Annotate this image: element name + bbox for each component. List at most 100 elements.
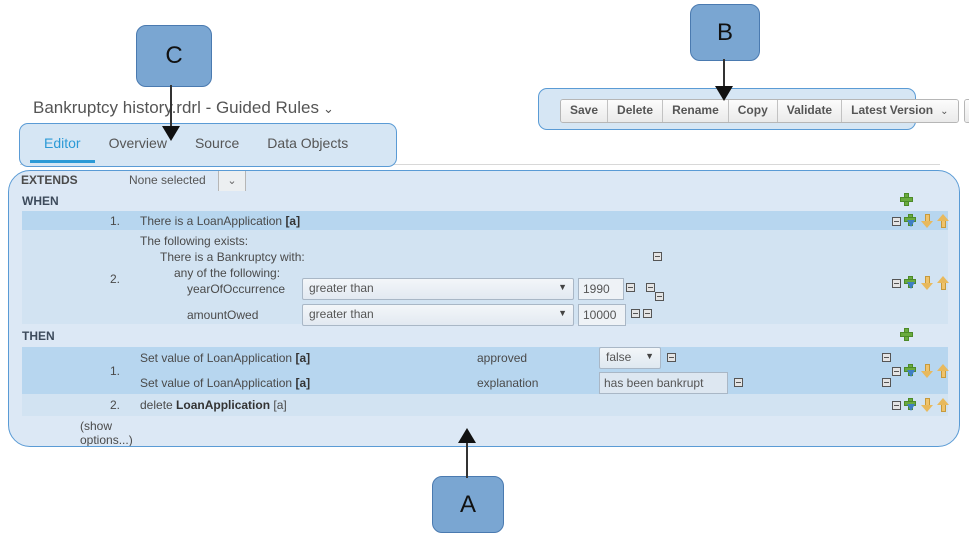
- validate-button[interactable]: Validate: [777, 100, 843, 122]
- collapse-icon[interactable]: [892, 366, 901, 376]
- then-action-2-text: Set value of LoanApplication [a]: [140, 376, 310, 390]
- move-down-icon[interactable]: [921, 398, 934, 412]
- when-row-1[interactable]: 1. There is a LoanApplication [a]: [22, 211, 950, 230]
- then-label: THEN: [22, 329, 55, 343]
- then-row-1-actions: [892, 364, 950, 378]
- when-row-2-line-3: any of the following:: [174, 266, 281, 280]
- tab-overview[interactable]: Overview: [108, 135, 167, 151]
- add-below-icon[interactable]: [904, 214, 918, 228]
- when-row-1-actions: [892, 214, 950, 228]
- constraint-1-remove-icon[interactable]: [626, 283, 635, 292]
- copy-button[interactable]: Copy: [728, 100, 778, 122]
- tab-strip: [20, 125, 940, 165]
- then-action-1-remove-icon[interactable]: [667, 353, 676, 362]
- move-down-icon[interactable]: [921, 276, 934, 290]
- then-action-2-value-input[interactable]: [599, 372, 728, 394]
- tab-editor[interactable]: Editor: [30, 131, 95, 163]
- then-row-2-prefix: delete: [140, 398, 177, 412]
- save-button[interactable]: Save: [561, 100, 609, 122]
- extends-value: None selected: [129, 173, 206, 187]
- then-action-1-value-select[interactable]: false ▼: [599, 347, 661, 369]
- tab-data-objects[interactable]: Data Objects: [267, 135, 349, 151]
- then-action-1-prefix: Set value of LoanApplication: [140, 351, 296, 365]
- when-label: WHEN: [22, 194, 59, 208]
- move-up-icon[interactable]: [937, 276, 950, 290]
- then-row-2-text: delete LoanApplication [a]: [140, 398, 287, 412]
- page-title: Bankruptcy history.rdrl - Guided Rules⌄: [33, 98, 334, 118]
- constraint-2-value-input[interactable]: [578, 304, 626, 326]
- then-add-icon[interactable]: [900, 328, 913, 344]
- move-up-icon[interactable]: [937, 364, 950, 378]
- annotation-c-label: C: [165, 42, 183, 69]
- collapse-icon[interactable]: [892, 216, 901, 226]
- constraint-2-operator-value: greater than: [309, 307, 374, 321]
- when-row-2-actions: [892, 276, 950, 290]
- rule-editor-panel: EXTENDS None selected ⌄ WHEN 1. There is…: [8, 170, 960, 447]
- then-action-1-value: false: [606, 350, 632, 364]
- annotation-a-label: A: [459, 490, 476, 518]
- then-action-1-text: Set value of LoanApplication [a]: [140, 351, 310, 365]
- chevron-down-icon: ▼: [645, 351, 654, 361]
- tab-list: Editor Overview Source Data Objects: [30, 131, 362, 163]
- toolbar: Save Delete Rename Copy Validate Latest …: [560, 99, 969, 123]
- toolbar-window-controls: [963, 99, 969, 123]
- when-row-2[interactable]: 2. The following exists: There is a Bank…: [22, 230, 950, 326]
- then-row-1[interactable]: 1. Set value of LoanApplication [a] appr…: [22, 347, 950, 394]
- when-section-header: WHEN: [9, 191, 959, 213]
- then-row-1-number: 1.: [109, 364, 120, 378]
- when-row-2-toggle-icon[interactable]: [653, 252, 662, 261]
- move-down-icon[interactable]: [921, 364, 934, 378]
- move-up-icon[interactable]: [937, 398, 950, 412]
- plus-icon: [900, 328, 913, 341]
- when-row-1-number: 1.: [109, 214, 120, 228]
- move-down-icon[interactable]: [921, 214, 934, 228]
- constraint-1-value-input[interactable]: [578, 278, 624, 300]
- maximize-icon[interactable]: [964, 100, 969, 122]
- add-below-icon[interactable]: [904, 398, 918, 412]
- constraint-1-operator-select[interactable]: greater than ▼: [302, 278, 574, 300]
- annotation-c-arrowhead: [162, 126, 180, 141]
- latest-version-dropdown[interactable]: Latest Version⌄: [842, 100, 958, 122]
- add-below-icon[interactable]: [904, 364, 918, 378]
- then-row-2-suffix: [a]: [270, 398, 287, 412]
- then-action-2-options-icon[interactable]: [882, 378, 891, 387]
- annotation-a-arrowhead: [458, 428, 476, 443]
- plus-icon: [900, 193, 913, 206]
- constraint-2-remove-icon[interactable]: [631, 309, 640, 318]
- toolbar-button-group: Save Delete Rename Copy Validate Latest …: [560, 99, 959, 123]
- tab-source[interactable]: Source: [194, 135, 240, 151]
- annotation-b: B: [690, 4, 760, 61]
- tab-panel-highlight: [19, 123, 397, 167]
- extends-row: EXTENDS None selected ⌄: [9, 171, 959, 195]
- then-action-1-field: approved: [477, 351, 528, 365]
- show-options-link[interactable]: (show options...): [80, 419, 133, 447]
- move-up-icon[interactable]: [937, 214, 950, 228]
- when-row-1-binding: [a]: [285, 214, 301, 228]
- constraint-1-extra-icon[interactable]: [655, 292, 664, 301]
- rename-button[interactable]: Rename: [663, 100, 729, 122]
- when-row-1-text: There is a LoanApplication [a]: [140, 214, 300, 228]
- then-row-2-binding: LoanApplication: [176, 398, 271, 412]
- constraint-2-edit-icon[interactable]: [643, 309, 652, 318]
- collapse-icon[interactable]: [892, 278, 901, 288]
- title-dropdown-caret-icon[interactable]: ⌄: [322, 101, 334, 116]
- then-action-2-remove-icon[interactable]: [734, 378, 743, 387]
- chevron-down-icon: ▼: [558, 282, 567, 292]
- delete-button[interactable]: Delete: [608, 100, 664, 122]
- then-row-2[interactable]: 2. delete LoanApplication [a]: [22, 394, 950, 416]
- constraint-1-operator-value: greater than: [309, 281, 374, 295]
- annotation-a-line: [466, 440, 468, 478]
- when-add-icon[interactable]: [900, 193, 913, 209]
- then-row-2-number: 2.: [109, 398, 120, 412]
- constraint-1-edit-icon[interactable]: [646, 283, 655, 292]
- then-action-1-options-icon[interactable]: [882, 353, 891, 362]
- then-section-header: THEN: [9, 326, 959, 348]
- collapse-icon[interactable]: [892, 400, 901, 410]
- then-action-1-binding: [a]: [295, 351, 311, 365]
- then-row-2-actions: [892, 398, 950, 412]
- annotation-b-label: B: [716, 18, 733, 46]
- constraint-2-operator-select[interactable]: greater than▼: [302, 304, 574, 326]
- add-below-icon[interactable]: [904, 276, 918, 290]
- extends-label: EXTENDS: [21, 173, 78, 187]
- annotation-c: C: [136, 25, 212, 87]
